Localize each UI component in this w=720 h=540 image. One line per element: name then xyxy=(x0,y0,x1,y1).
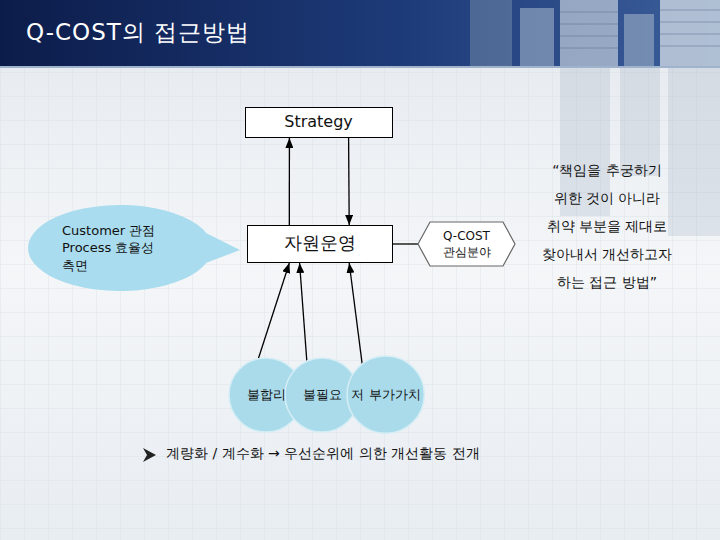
circle-shape xyxy=(347,356,424,433)
node-label: 불합리 xyxy=(247,386,286,404)
node-text-group: 자원운영 xyxy=(284,231,356,255)
speech-bubble: Customer 관점 Process 효율성 측면 xyxy=(28,205,240,291)
node-label: 불필요 xyxy=(303,386,342,404)
node-label: Customer 관점 Process 효율성 측면 xyxy=(62,222,176,275)
process-box: 자원운영 xyxy=(247,225,393,263)
node-label: Strategy xyxy=(284,111,353,133)
node-text-group: 저 부가가치 xyxy=(351,386,420,404)
connector-arrow xyxy=(300,263,307,361)
slide-title: Q-COST의 접근방법 xyxy=(26,17,250,48)
node-text-group: Q-COST 관심분야 xyxy=(436,228,498,260)
summary-text: 계량화 / 계수화 → 우선순위에 의한 개선활동 전개 xyxy=(166,445,480,462)
node-label: 저 부가가치 xyxy=(351,386,420,404)
node-label: Q-COST 관심분야 xyxy=(436,228,498,260)
hex-outline xyxy=(418,222,515,266)
connector-arrow xyxy=(258,263,289,359)
connector-arrow xyxy=(349,263,362,364)
connector-arrow xyxy=(393,243,418,244)
hexagon-box: Q-COST 관심분야 xyxy=(418,222,515,266)
note-text: “책임을 추궁하기 위한 것이 아니라 취약 부분을 제대로 찾아내서 개선하고… xyxy=(540,156,674,296)
circle-node: 저 부가가치 xyxy=(346,355,425,434)
bubble-shape xyxy=(28,205,240,291)
bullet-arrow xyxy=(143,448,156,462)
node-label: 자원운영 xyxy=(284,231,356,255)
node-text-group: 불합리 xyxy=(247,386,286,404)
node-text-group: Customer 관점 Process 효율성 측면 xyxy=(62,222,176,275)
node-text-group: Strategy xyxy=(284,111,353,133)
connector-arrow xyxy=(289,138,290,225)
connector-arrow xyxy=(348,138,350,225)
node-text-group: 불필요 xyxy=(303,386,342,404)
hexagon-shape xyxy=(418,222,515,266)
strategy-box: Strategy xyxy=(245,107,393,138)
